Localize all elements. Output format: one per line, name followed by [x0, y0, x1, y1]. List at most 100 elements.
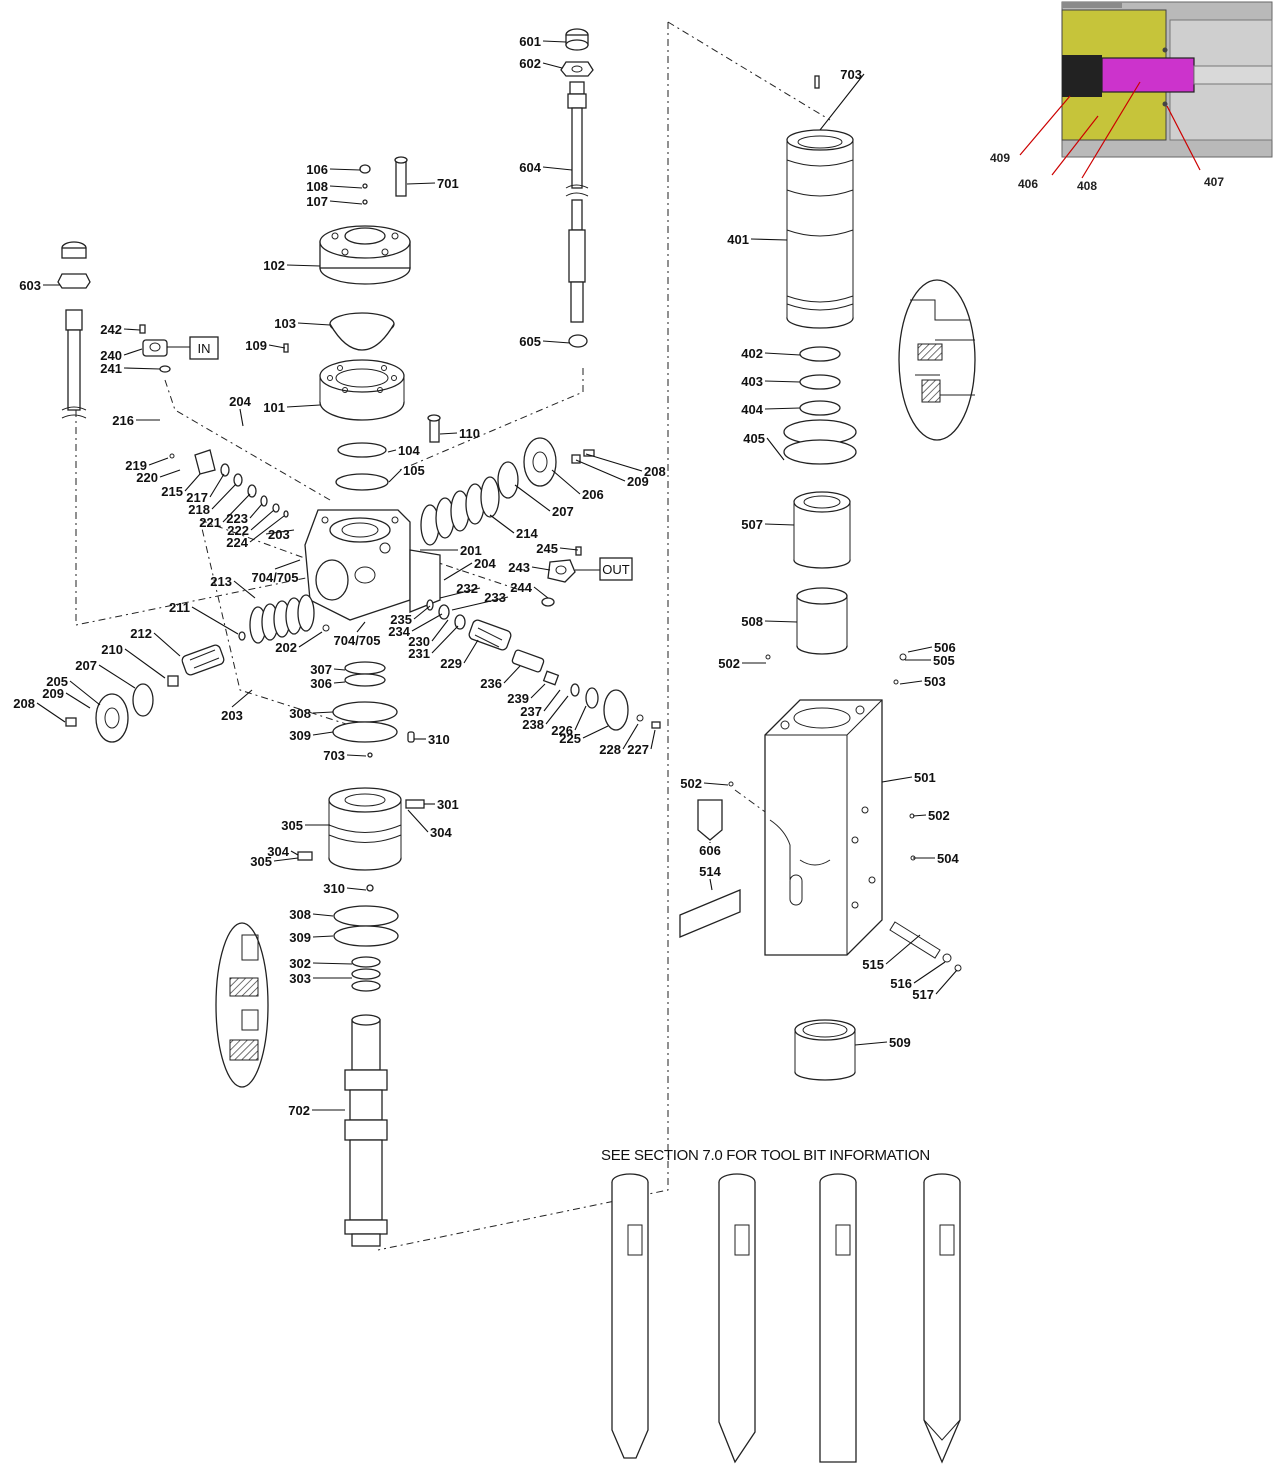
part-label-211: 211 [169, 600, 190, 615]
leader-line [819, 73, 865, 131]
leader-line [439, 432, 458, 435]
part-label-228: 228 [599, 742, 621, 757]
leader-line [764, 523, 795, 526]
right-spring-pack [420, 437, 595, 546]
tool-bit-2 [718, 1173, 756, 1464]
part-label-504: 504 [937, 851, 959, 866]
part-label-105: 105 [403, 463, 425, 478]
part-label-602: 602 [519, 56, 541, 71]
valve-body-201 [304, 509, 441, 621]
part-labels: 6016026046056031061081077011021031091011… [13, 34, 959, 1118]
leader-line [65, 692, 91, 709]
part-label-704-705: 704/705 [334, 633, 381, 648]
leader-line [545, 695, 569, 725]
part-label-215: 215 [161, 484, 183, 499]
front-head-509 [794, 1019, 856, 1081]
part-label-224: 224 [226, 535, 248, 550]
out-port-box [599, 557, 633, 581]
leader-line [559, 547, 579, 551]
leader-line [273, 857, 299, 862]
part-label-515: 515 [862, 957, 884, 972]
leader-line [489, 514, 515, 534]
part-label-104: 104 [398, 443, 420, 458]
part-label-244: 244 [510, 580, 532, 595]
leader-line [854, 1041, 888, 1046]
leader-line [530, 683, 546, 699]
in-port-box [189, 336, 219, 360]
part-label-231: 231 [408, 646, 430, 661]
leader-line [387, 449, 397, 453]
part-label-110: 110 [459, 426, 480, 441]
leader-line [36, 702, 66, 723]
leader-line [346, 887, 367, 891]
leader-line [346, 754, 367, 757]
leader-line [542, 166, 573, 171]
part-label-702: 702 [288, 1103, 310, 1118]
leader-line [514, 484, 551, 512]
in-port-label: IN [198, 341, 211, 356]
part-label-239: 239 [507, 691, 529, 706]
part-label-208: 208 [644, 464, 666, 479]
cylinder-column [297, 661, 425, 1247]
leader-line [250, 509, 275, 531]
assembly-guide-lines [75, 21, 831, 1251]
leader-line [764, 407, 801, 410]
inset-label-407: 407 [1204, 175, 1224, 189]
leader-line [750, 238, 788, 241]
part-label-517: 517 [912, 987, 934, 1002]
leader-line [265, 529, 295, 535]
leader-line [574, 705, 587, 731]
part-label-204: 204 [229, 394, 251, 409]
leader-line [297, 322, 331, 326]
part-label-310: 310 [428, 732, 450, 747]
part-label-401: 401 [727, 232, 749, 247]
part-label-305: 305 [250, 854, 272, 869]
color-detail-inset [1019, 1, 1273, 179]
part-label-214: 214 [516, 526, 538, 541]
hose-assembly-left [57, 241, 91, 419]
inlet-fitting: IN [139, 324, 219, 373]
leader-line [764, 380, 801, 383]
part-label-227: 227 [627, 742, 649, 757]
leader-line [703, 782, 729, 786]
part-label-230: 230 [408, 634, 430, 649]
leader-line [582, 725, 609, 739]
part-label-404: 404 [741, 402, 763, 417]
leader-line [159, 469, 181, 478]
leader-line [463, 639, 479, 664]
part-label-502: 502 [718, 656, 740, 671]
leader-line [123, 348, 143, 356]
leader-line [766, 437, 785, 461]
leader-line [764, 352, 801, 356]
leader-line [298, 631, 323, 648]
part-label-219: 219 [125, 458, 147, 473]
leader-line [503, 665, 521, 684]
leader-line [211, 483, 237, 510]
part-label-506: 506 [934, 640, 956, 655]
tool-bit-3 [819, 1173, 857, 1463]
leader-line [124, 648, 166, 679]
leader-line [407, 809, 429, 833]
part-label-102: 102 [263, 258, 285, 273]
leader-line [239, 408, 244, 427]
part-label-605: 605 [519, 334, 541, 349]
part-label-601: 601 [519, 34, 541, 49]
part-label-703: 703 [323, 748, 345, 763]
leader-line [123, 367, 161, 370]
seal-detail-right [898, 279, 976, 441]
leader-line [233, 580, 256, 599]
part-label-304: 304 [267, 844, 289, 859]
leader-line [899, 680, 923, 685]
leader-line [764, 620, 798, 623]
part-label-307: 307 [310, 662, 332, 677]
part-label-108: 108 [306, 179, 328, 194]
part-label-242: 242 [100, 322, 122, 337]
leader-line [231, 689, 253, 708]
leader-line [912, 814, 927, 817]
left-valve-stack [65, 594, 330, 743]
part-label-305: 305 [281, 818, 303, 833]
part-label-236: 236 [480, 676, 502, 691]
part-label-238: 238 [522, 717, 544, 732]
part-label-212: 212 [130, 626, 152, 641]
part-label-207: 207 [75, 658, 97, 673]
